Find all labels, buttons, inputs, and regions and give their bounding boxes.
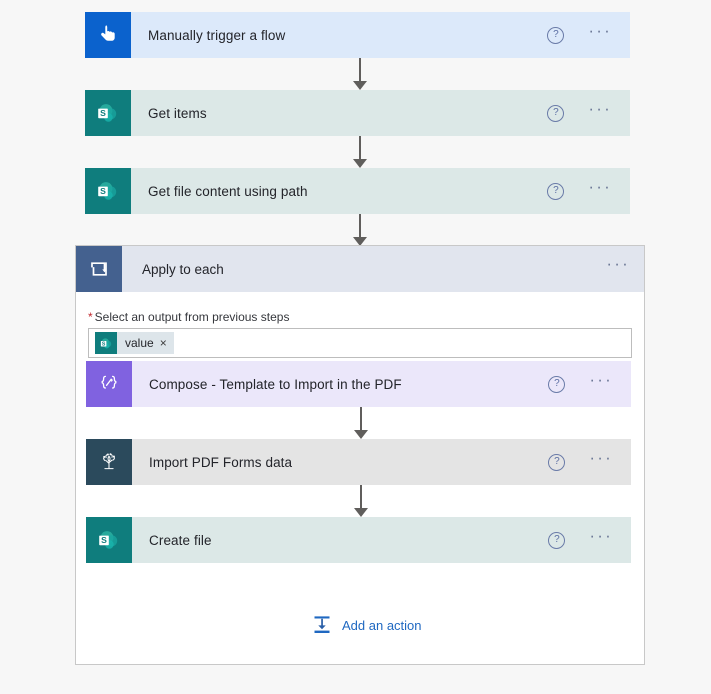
- flow-step-body[interactable]: Create file ? ···: [132, 517, 631, 563]
- help-icon[interactable]: ?: [547, 182, 565, 200]
- flow-step-title: Import PDF Forms data: [149, 454, 293, 470]
- flow-step-body[interactable]: Get items ? ···: [131, 90, 630, 136]
- scope-title: Apply to each: [142, 261, 224, 277]
- connector-arrow: [353, 214, 367, 246]
- add-action-icon: [311, 614, 333, 636]
- compose-icon: [86, 361, 132, 407]
- sharepoint-icon: S: [95, 332, 117, 354]
- add-action-label: Add an action: [342, 617, 422, 633]
- flow-step-create-file[interactable]: S Create file ? ···: [86, 517, 631, 563]
- encodian-tree-icon: [86, 439, 132, 485]
- connector-arrow: [354, 485, 368, 517]
- flow-step-body[interactable]: Compose - Template to Import in the PDF …: [132, 361, 631, 407]
- sharepoint-icon: S: [85, 168, 131, 214]
- flow-step-body[interactable]: Get file content using path ? ···: [131, 168, 630, 214]
- more-menu-icon[interactable]: ···: [588, 99, 612, 118]
- flow-step-title: Compose - Template to Import in the PDF: [149, 376, 402, 392]
- token-chip-value[interactable]: S value ×: [95, 332, 174, 354]
- help-icon[interactable]: ?: [547, 104, 565, 122]
- flow-step-import-pdf-forms-data[interactable]: Import PDF Forms data ? ···: [86, 439, 631, 485]
- help-icon[interactable]: ?: [548, 375, 566, 393]
- sharepoint-icon: S: [85, 90, 131, 136]
- connector-arrow: [354, 407, 368, 439]
- svg-text:S: S: [101, 341, 105, 347]
- token-label: value: [125, 336, 154, 350]
- scope-header[interactable]: Apply to each ···: [76, 246, 644, 292]
- scope-apply-to-each: Apply to each ··· *Select an output from…: [75, 245, 645, 665]
- svg-text:S: S: [100, 108, 106, 118]
- connector-arrow: [353, 58, 367, 90]
- flow-step-get-items[interactable]: S Get items ? ···: [85, 90, 630, 136]
- more-menu-icon[interactable]: ···: [588, 21, 612, 40]
- help-icon[interactable]: ?: [548, 453, 566, 471]
- token-remove-icon[interactable]: ×: [159, 336, 167, 350]
- more-menu-icon[interactable]: ···: [589, 448, 613, 467]
- flow-step-title: Create file: [149, 532, 212, 548]
- manual-trigger-icon: [85, 12, 131, 58]
- more-menu-icon[interactable]: ···: [589, 370, 613, 389]
- select-output-input[interactable]: S value ×: [88, 328, 632, 358]
- svg-text:S: S: [100, 186, 106, 196]
- add-an-action-button[interactable]: Add an action: [311, 614, 422, 636]
- scope-field-label: *Select an output from previous steps: [76, 292, 644, 328]
- required-marker: *: [88, 310, 93, 324]
- more-menu-icon[interactable]: ···: [589, 526, 613, 545]
- flow-step-get-file-content-using-path[interactable]: S Get file content using path ? ···: [85, 168, 630, 214]
- help-icon[interactable]: ?: [547, 26, 565, 44]
- connector-arrow: [353, 136, 367, 168]
- flow-step-body[interactable]: Import PDF Forms data ? ···: [132, 439, 631, 485]
- more-menu-icon[interactable]: ···: [588, 177, 612, 196]
- help-icon[interactable]: ?: [548, 531, 566, 549]
- field-label-text: Select an output from previous steps: [94, 310, 290, 324]
- flow-step-body[interactable]: Manually trigger a flow ? ···: [131, 12, 630, 58]
- more-menu-icon[interactable]: ···: [606, 254, 630, 273]
- loop-icon: [76, 246, 122, 292]
- flow-step-manually-trigger-a-flow[interactable]: Manually trigger a flow ? ···: [85, 12, 630, 58]
- flow-step-title: Manually trigger a flow: [148, 27, 286, 43]
- sharepoint-icon: S: [86, 517, 132, 563]
- flow-step-title: Get file content using path: [148, 183, 308, 199]
- flow-step-compose-template-to-import-in-the-pdf[interactable]: Compose - Template to Import in the PDF …: [86, 361, 631, 407]
- svg-text:S: S: [101, 535, 107, 545]
- flow-step-title: Get items: [148, 105, 207, 121]
